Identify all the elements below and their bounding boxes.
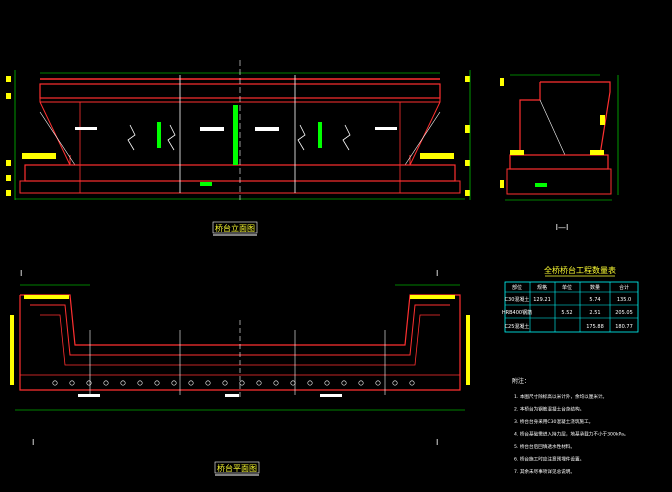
section-cut-mark-left-bottom: I: [32, 438, 34, 447]
pile-hole: [86, 380, 92, 386]
note-item: 4. 桥台基础需进入持力层，地基承载力不小于300kPa。: [514, 431, 629, 438]
pile-hole: [392, 380, 398, 386]
table-header-cell: 部位: [512, 284, 522, 291]
pile-hole: [222, 380, 228, 386]
table-header-cell: 数量: [590, 284, 600, 291]
table-header-cell: 规格: [537, 284, 547, 291]
table-cell: 180.77: [615, 324, 633, 330]
pile-hole: [205, 380, 211, 386]
note-item: 7. 其余未尽事项详见总说明。: [514, 468, 575, 475]
notes-heading: 附注：: [512, 377, 530, 385]
pile-hole: [256, 380, 262, 386]
pile-hole: [137, 380, 143, 386]
pile-hole: [103, 380, 109, 386]
elevation-title: 桥台立面图: [215, 223, 255, 233]
plan-title: 桥台平面图: [217, 463, 257, 473]
table-cell: C30混凝土: [505, 296, 530, 303]
table-cell: C25混凝土: [505, 323, 530, 330]
elevation-view: 桥台立面图: [6, 60, 471, 236]
table-cell: HRB400钢筋: [502, 309, 532, 316]
pile-hole: [171, 380, 177, 386]
pile-hole: [341, 380, 347, 386]
pile-hole: [409, 380, 415, 386]
pile-holes: [52, 380, 415, 386]
section-view: I—I: [500, 74, 619, 232]
section-cut-mark-right: I: [436, 269, 438, 278]
table-cell: 205.05: [615, 310, 633, 316]
note-item: 1. 本图尺寸除标高以米计外，余均以厘米计。: [514, 393, 607, 400]
note-item: 5. 桥台台后回填透水性材料。: [514, 443, 575, 450]
pile-hole: [307, 380, 313, 386]
pile-hole: [188, 380, 194, 386]
note-item: 3. 桥台台身采用C30混凝土浇筑施工。: [514, 418, 593, 425]
pile-hole: [239, 380, 245, 386]
pile-hole: [69, 380, 75, 386]
notes-block: 附注： 1. 本图尺寸除标高以米计外，余均以厘米计。 2. 本桥台为钢筋混凝土台身…: [512, 377, 629, 475]
table-cell: 135.0: [617, 297, 631, 303]
table-title: 全桥桥台工程数量表: [544, 265, 616, 275]
table-header-cell: 合计: [619, 284, 629, 291]
note-item: 6. 桥台施工时应注意预埋件设置。: [514, 456, 584, 463]
pile-hole: [154, 380, 160, 386]
table-cell: 2.51: [589, 310, 600, 316]
pile-hole: [120, 380, 126, 386]
table-header-cell: 单位: [562, 284, 572, 291]
pile-hole: [375, 380, 381, 386]
table-cell: 175.88: [586, 324, 604, 330]
pile-hole: [52, 380, 58, 386]
plan-view: I I I I 桥台平面图: [10, 269, 470, 476]
table-cell: 5.74: [589, 297, 600, 303]
pile-hole: [290, 380, 296, 386]
table-cell: 129.21: [533, 297, 551, 303]
section-cut-mark-right-bottom: I: [436, 438, 438, 447]
notes-list: 1. 本图尺寸除标高以米计外，余均以厘米计。 2. 本桥台为钢筋混凝土台身结构。 3…: [514, 393, 629, 475]
pile-hole: [273, 380, 279, 386]
pile-hole: [324, 380, 330, 386]
table-cell: 5.52: [561, 310, 572, 316]
pile-hole: [358, 380, 364, 386]
section-title: I—I: [556, 223, 569, 232]
note-item: 2. 本桥台为钢筋混凝土台身结构。: [514, 406, 584, 413]
section-cut-mark-left: I: [20, 269, 22, 278]
